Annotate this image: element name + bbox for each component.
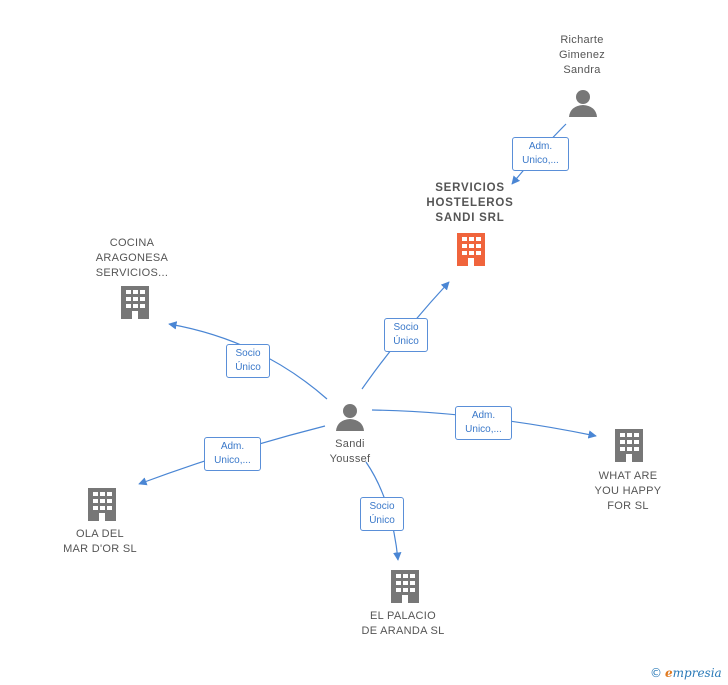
edge-label-line: Unico,... [522, 155, 559, 166]
node-label-richarte[interactable]: Richarte Gimenez Sandra [532, 33, 632, 78]
edge-label-line: Socio [235, 348, 261, 359]
node-label-line: ARAGONESA [95, 252, 169, 264]
node-label-line: EL PALACIO [370, 610, 436, 622]
edge-label-line: Único [393, 336, 419, 347]
building-icon[interactable] [613, 428, 645, 464]
node-label-line: Gimenez [558, 49, 606, 61]
node-label-line: Youssef [329, 453, 371, 465]
node-label-line: FOR SL [607, 500, 649, 512]
edge-label-line: Único [369, 515, 395, 526]
node-label-ola[interactable]: OLA DEL MAR D'OR SL [50, 527, 150, 557]
edge-label-line: Adm. [471, 410, 496, 421]
node-label-palacio[interactable]: EL PALACIO DE ARANDA SL [348, 609, 458, 639]
node-label-line: Sandi [335, 438, 365, 450]
node-label-line: Sandra [563, 64, 601, 76]
node-label-servicios[interactable]: SERVICIOS HOSTELEROS SANDI SRL [410, 181, 530, 226]
brand-name: mpresia [672, 666, 722, 680]
node-label-whatare[interactable]: WHAT ARE YOU HAPPY FOR SL [578, 469, 678, 514]
edge-label-sandi-ola[interactable]: Adm. Unico,... [204, 437, 261, 471]
node-label-line: YOU HAPPY [594, 485, 662, 497]
edge-label-richarte-servicios[interactable]: Adm. Unico,... [512, 137, 569, 171]
node-label-line: SERVICIOS [435, 182, 505, 194]
node-label-sandi[interactable]: Sandi Youssef [308, 437, 392, 467]
person-icon[interactable] [568, 88, 598, 118]
empresia-logo: ©empresia [650, 666, 722, 680]
node-label-line: Richarte [560, 34, 604, 46]
edge-label-sandi-palacio[interactable]: Socio Único [360, 497, 404, 531]
person-icon[interactable] [335, 402, 365, 432]
edge-label-line: Único [235, 362, 261, 373]
edge-label-sandi-whatare[interactable]: Adm. Unico,... [455, 406, 512, 440]
edge-label-line: Adm. [220, 441, 245, 452]
node-label-line: SANDI SRL [435, 212, 505, 224]
building-icon[interactable] [86, 487, 118, 523]
edge-label-line: Adm. [528, 141, 553, 152]
node-label-line: COCINA [109, 237, 155, 249]
edge-label-sandi-servicios[interactable]: Socio Único [384, 318, 428, 352]
node-label-line: SERVICIOS... [95, 267, 169, 279]
building-icon[interactable] [389, 569, 421, 605]
node-label-line: MAR D'OR SL [63, 543, 137, 555]
node-label-line: OLA DEL [76, 528, 124, 540]
node-label-line: WHAT ARE [598, 470, 658, 482]
edge-label-line: Unico,... [465, 424, 502, 435]
copyright-icon: © [650, 666, 662, 680]
brand-initial: e [665, 666, 673, 680]
node-label-line: HOSTELEROS [426, 197, 514, 209]
edge-label-sandi-cocina[interactable]: Socio Único [226, 344, 270, 378]
node-label-line: DE ARANDA SL [361, 625, 445, 637]
edge-label-line: Unico,... [214, 455, 251, 466]
edge-label-line: Socio [369, 501, 395, 512]
node-label-cocina[interactable]: COCINA ARAGONESA SERVICIOS... [82, 236, 182, 281]
edge-label-line: Socio [393, 322, 419, 333]
building-icon-main[interactable] [455, 232, 487, 268]
building-icon[interactable] [119, 285, 151, 321]
